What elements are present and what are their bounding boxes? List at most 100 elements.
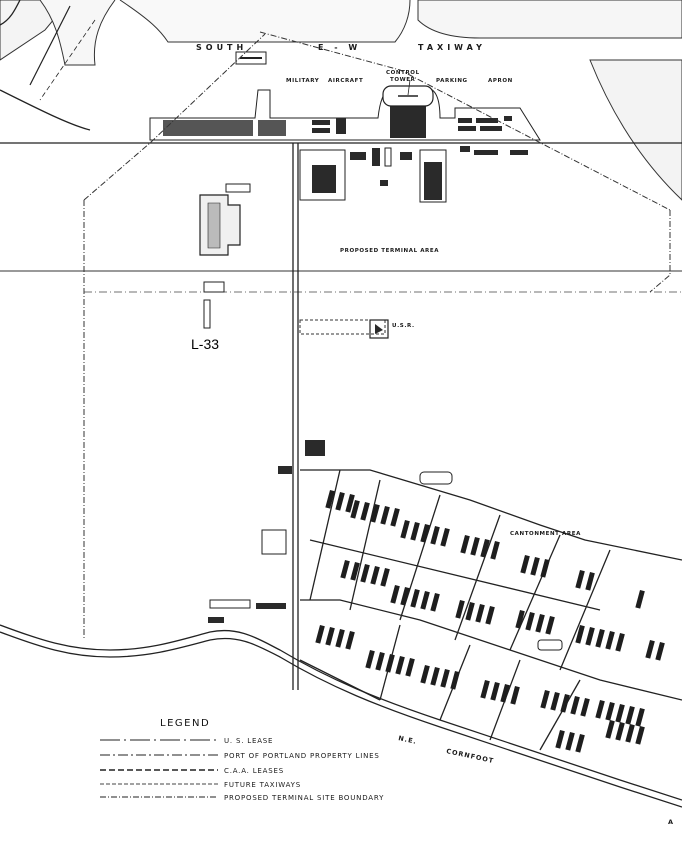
cantonment-grid [299, 469, 682, 751]
barrack-building [335, 492, 345, 511]
barrack-building [535, 614, 545, 633]
barrack-building [405, 658, 415, 677]
barrack-building [370, 566, 380, 585]
barrack-building [490, 682, 500, 701]
barrack-building [365, 650, 375, 669]
barrack-building [395, 656, 405, 675]
barrack-building [370, 504, 380, 523]
barrack-building [480, 680, 490, 699]
legend-item-future-taxiways: FUTURE TAXIWAYS [224, 781, 301, 789]
barrack-building [615, 633, 625, 652]
barrack-building [605, 720, 615, 739]
barrack-building [595, 700, 605, 719]
barrack-building [380, 568, 390, 587]
terminal-buildings [199, 146, 528, 623]
barrack-building [490, 541, 500, 560]
barrack-building [625, 724, 635, 743]
barrack-building [440, 669, 450, 688]
site-marker-label: L-33 [191, 336, 219, 352]
barrack-building [615, 722, 625, 741]
barracks [315, 490, 665, 753]
barrack-building [565, 732, 575, 751]
label-aircraft: AIRCRAFT [328, 78, 363, 84]
label-tower: TOWER [390, 77, 416, 83]
label-military: MILITARY [286, 78, 320, 84]
barrack-building [635, 726, 645, 745]
barrack-building [410, 589, 420, 608]
barrack-building [390, 585, 400, 604]
barrack-building [410, 522, 420, 541]
label-ne: N.E. [398, 734, 418, 746]
legend-item-us-lease: U. S. LEASE [224, 737, 273, 745]
label-proposed-terminal-area: PROPOSED TERMINAL AREA [340, 248, 439, 254]
barrack-building [605, 702, 615, 721]
barrack-building [605, 631, 615, 650]
barrack-building [340, 560, 350, 579]
barrack-building [360, 502, 370, 521]
barrack-building [345, 631, 355, 650]
barrack-building [335, 629, 345, 648]
barrack-building [530, 557, 540, 576]
barrack-building [575, 625, 585, 644]
legend: LEGEND U. S. LEASE PORT OF PORTLAND PROP… [100, 718, 384, 802]
barrack-building [430, 667, 440, 686]
barrack-building [325, 490, 335, 509]
barrack-building [645, 640, 655, 659]
barrack-building [520, 555, 530, 574]
label-cornfoot: CORNFOOT [446, 747, 495, 765]
barrack-building [635, 590, 645, 609]
barrack-building [485, 606, 495, 625]
label-south: SOUTH [196, 43, 247, 52]
barrack-building [585, 572, 595, 591]
legend-item-caa-leases: C.A.A. LEASES [224, 767, 284, 775]
barrack-building [465, 602, 475, 621]
barrack-building [595, 629, 605, 648]
label-taxiway: TAXIWAY [418, 43, 486, 52]
barrack-building [455, 600, 465, 619]
label-ew: E - W [318, 43, 361, 52]
label-apron: APRON [488, 78, 513, 84]
label-control: CONTROL [386, 70, 420, 76]
barrack-building [380, 506, 390, 525]
barrack-building [440, 528, 450, 547]
barrack-building [350, 562, 360, 581]
label-usr: U.S.R. [392, 323, 415, 329]
barrack-building [400, 587, 410, 606]
barrack-building [315, 625, 325, 644]
barrack-building [470, 537, 480, 556]
barrack-building [585, 627, 595, 646]
barrack-building [560, 694, 570, 713]
barrack-building [575, 733, 585, 753]
barrack-building [460, 535, 470, 554]
barrack-building [390, 508, 400, 527]
barrack-building [510, 686, 520, 705]
runways [0, 0, 682, 201]
legend-item-proposed-boundary: PROPOSED TERMINAL SITE BOUNDARY [224, 794, 384, 802]
apron-area [149, 79, 541, 141]
barrack-building [545, 616, 555, 635]
barrack-building [430, 526, 440, 545]
barrack-building [375, 652, 385, 671]
label-parking: PARKING [436, 78, 468, 84]
barrack-building [655, 642, 665, 661]
barrack-building [420, 665, 430, 684]
barrack-building [430, 593, 440, 612]
barrack-building [550, 692, 560, 711]
barrack-building [580, 698, 590, 717]
barrack-building [480, 539, 490, 558]
barrack-building [420, 524, 430, 543]
barrack-building [350, 499, 360, 519]
barrack-building [345, 494, 355, 513]
barrack-building [555, 730, 565, 749]
barrack-building [570, 696, 580, 715]
legend-item-port-property: PORT OF PORTLAND PROPERTY LINES [224, 752, 380, 760]
label-cantonment-area: CANTONMENT AREA [510, 531, 581, 537]
barrack-building [420, 591, 430, 610]
barrack-building [500, 684, 510, 703]
barrack-building [325, 627, 335, 646]
barrack-building [515, 610, 525, 629]
barrack-building [360, 564, 370, 583]
barrack-building [615, 704, 625, 723]
barrack-building [385, 654, 395, 673]
